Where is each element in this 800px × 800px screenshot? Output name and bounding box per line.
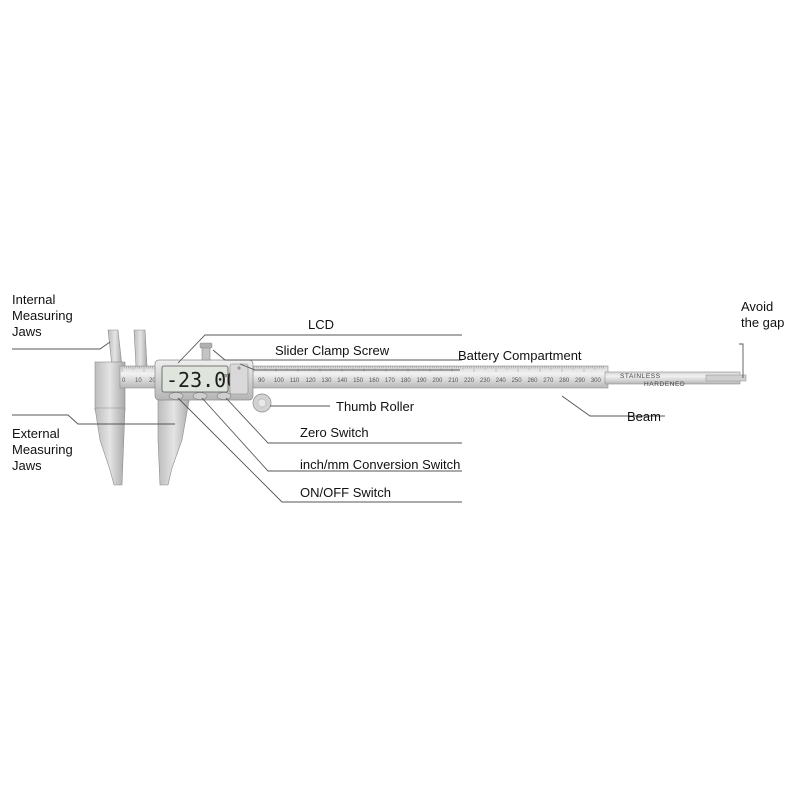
scale-number: 240 [496, 378, 507, 384]
leader-lines [12, 334, 744, 503]
leader-internal-jaws [12, 341, 111, 350]
on-off-button [168, 392, 184, 400]
unit-button [192, 392, 208, 400]
leader-zero-switch [225, 397, 462, 444]
battery-screw [237, 366, 241, 370]
leader-external-jaws [12, 414, 175, 425]
leader-battery [239, 363, 460, 371]
leader-on-off [177, 397, 462, 503]
label-lcd: LCD [308, 317, 335, 332]
label-battery: Battery Compartment [458, 348, 582, 363]
leader-lcd [177, 334, 462, 364]
label-thumb-roller: Thumb Roller [336, 399, 415, 414]
fixed-internal-jaw [107, 329, 123, 367]
scale-number: 220 [464, 378, 475, 384]
leader-slider-clamp [212, 349, 462, 361]
zero-button [216, 392, 232, 400]
beam-marking-stainless: STAINLESS [620, 373, 661, 380]
lcd-unit: mm [222, 373, 230, 379]
label-zero-switch: Zero Switch [300, 425, 369, 440]
sliding-internal-jaw [133, 329, 148, 367]
scale-number: 20 [149, 378, 156, 384]
beam-scale-numbers: 0 10 20 90 100 110 120 130 140 150 160 170 180 190 200… [122, 378, 602, 384]
scale-number: 90 [258, 378, 265, 384]
scale-number: 270 [543, 378, 554, 384]
label-avoid-gap: Avoid the gap [741, 299, 785, 330]
scale-number: 210 [448, 378, 459, 384]
scale-number: 190 [417, 378, 428, 384]
leader-beam [561, 395, 665, 417]
scale-number: 260 [527, 378, 538, 384]
fixed-external-jaw [94, 407, 126, 486]
scale-number: 170 [385, 378, 396, 384]
scale-number: 0 [122, 378, 126, 384]
slider-clamp-screw-head [199, 342, 213, 349]
scale-number: 150 [353, 378, 364, 384]
scale-number: 230 [480, 378, 491, 384]
beam-marking-hardened: HARDENED [644, 381, 685, 388]
depth-rod-tip [705, 374, 747, 382]
scale-number: 10 [135, 378, 142, 384]
scale-number: 110 [290, 378, 300, 384]
scale-number: 280 [559, 378, 570, 384]
scale-number: 120 [306, 378, 317, 384]
beam-scale-ticks [121, 366, 604, 372]
lcd-window [161, 365, 229, 393]
leader-unit-switch [201, 397, 462, 472]
scale-number: 130 [321, 378, 332, 384]
thumb-roller-hub [257, 398, 267, 408]
label-slider-clamp: Slider Clamp Screw [275, 343, 390, 358]
scale-number: 160 [369, 378, 380, 384]
lcd-reading: -23.00 [166, 368, 238, 392]
label-external-jaws: External Measuring Jaws [12, 426, 73, 473]
label-beam: Beam [627, 409, 661, 424]
label-internal-jaws: Internal Measuring Jaws [12, 292, 73, 339]
label-on-off: ON/OFF Switch [300, 485, 392, 500]
scale-number: 250 [512, 378, 523, 384]
scale-number: 200 [432, 378, 443, 384]
leader-avoid-gap [739, 343, 744, 378]
battery-compartment [229, 363, 249, 395]
label-unit-switch: inch/mm Conversion Switch [300, 457, 461, 472]
sliding-external-jaw [157, 394, 191, 486]
scale-number: 140 [337, 378, 348, 384]
scale-number: 290 [575, 378, 586, 384]
scale-number: 180 [401, 378, 412, 384]
scale-number: 100 [274, 378, 285, 384]
scale-number: 300 [591, 378, 602, 384]
